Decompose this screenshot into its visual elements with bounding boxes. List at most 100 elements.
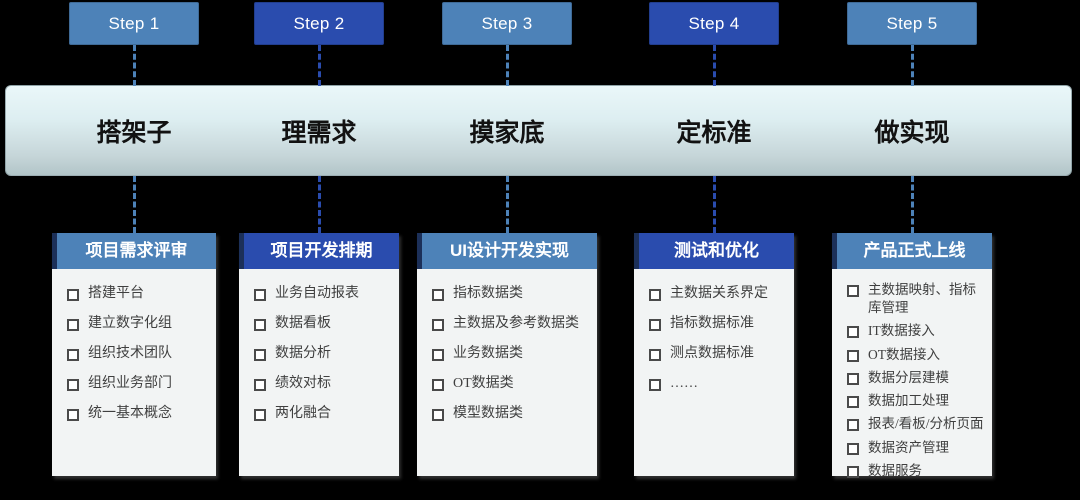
square-bullet-icon (649, 378, 661, 391)
card-title: 项目需求评审 (52, 233, 216, 269)
badge-to-band-connector-line (506, 45, 509, 86)
phase-label: 摸家底 (469, 119, 545, 147)
card-item: 建立数字化组 (65, 315, 208, 334)
band-to-card-connector-line (713, 176, 716, 233)
card-title: 项目开发排期 (239, 233, 399, 269)
card-item-label: 数据分析 (275, 345, 331, 361)
card-item: 搭建平台 (65, 285, 208, 304)
card-item-label: 主数据映射、指标库管理 (868, 282, 976, 316)
square-bullet-icon (67, 408, 79, 421)
square-bullet-icon (432, 378, 444, 391)
card-item: 主数据关系界定 (647, 285, 786, 304)
square-bullet-icon (432, 318, 444, 331)
square-bullet-icon (254, 408, 266, 421)
card-item-label: 组织业务部门 (88, 375, 172, 391)
card-item: 数据分层建模 (845, 369, 984, 387)
card-item-label: 绩效对标 (275, 375, 331, 391)
square-bullet-icon (67, 378, 79, 391)
square-bullet-icon (649, 289, 661, 301)
card-item: 模型数据类 (430, 405, 589, 424)
card-item-label: 数据分层建模 (868, 369, 949, 385)
task-card: 测试和优化 主数据关系界定指标数据标准测点数据标准 …… (634, 233, 794, 476)
card-item-label: 组织技术团队 (88, 345, 172, 361)
task-card: 产品正式上线 主数据映射、指标库管理 IT数据接入 OT数据接入数据分层建模数据加工… (832, 233, 992, 478)
square-bullet-icon (847, 285, 859, 297)
square-bullet-icon (67, 348, 79, 361)
square-bullet-icon (254, 318, 266, 331)
badge-to-band-connector-line (318, 45, 321, 86)
square-bullet-icon (847, 419, 859, 432)
task-card: 项目开发排期 业务自动报表数据看板数据分析绩效对标两化融合 (239, 233, 399, 476)
card-item-label: 搭建平台 (88, 286, 144, 301)
phase-label: 搭架子 (96, 119, 172, 147)
band-to-card-connector-line (506, 176, 509, 233)
step-badge: Step 2 (254, 2, 384, 45)
card-item-label: OT数据接入 (868, 346, 940, 362)
card-item-label: 测点数据标准 (670, 345, 754, 361)
card-item: 组织业务部门 (65, 375, 208, 394)
card-item: 数据分析 (252, 345, 391, 364)
card-item-list: 主数据映射、指标库管理 IT数据接入 OT数据接入数据分层建模数据加工处理报表/看板… (832, 269, 992, 480)
phase-label: 定标准 (676, 119, 752, 147)
card-item: 数据看板 (252, 315, 391, 334)
card-item-label: 统一基本概念 (88, 405, 172, 421)
card-item-label: 数据资产管理 (868, 439, 949, 455)
card-item-label: 主数据及参考数据类 (453, 315, 579, 331)
card-item: 测点数据标准 (647, 345, 786, 364)
card-item-label: …… (670, 375, 698, 391)
card-item: 统一基本概念 (65, 405, 208, 424)
card-item-list: 业务自动报表数据看板数据分析绩效对标两化融合 (239, 269, 399, 423)
card-title: 测试和优化 (634, 233, 794, 269)
step-badge: Step 1 (69, 2, 199, 45)
step-badge: Step 3 (442, 2, 572, 45)
card-item: 报表/看板/分析页面 (845, 415, 984, 433)
task-card: UI设计开发实现 指标数据类主数据及参考数据类业务数据类 OT数据类模型数据类 (417, 233, 597, 476)
square-bullet-icon (847, 465, 859, 478)
card-item: 业务自动报表 (252, 285, 391, 304)
card-item-list: 指标数据类主数据及参考数据类业务数据类 OT数据类模型数据类 (417, 269, 597, 423)
card-item: IT数据接入 (845, 322, 984, 340)
card-title: UI设计开发实现 (417, 233, 597, 269)
card-item: 数据资产管理 (845, 439, 984, 457)
card-item-list: 搭建平台建立数字化组组织技术团队组织业务部门统一基本概念 (52, 269, 216, 423)
band-to-card-connector-line (133, 176, 136, 233)
card-item-list: 主数据关系界定指标数据标准测点数据标准 …… (634, 269, 794, 394)
card-item-label: 数据加工处理 (868, 393, 949, 409)
step-badge: Step 5 (847, 2, 977, 45)
card-item: 主数据及参考数据类 (430, 315, 589, 334)
band-to-card-connector-line (318, 176, 321, 233)
square-bullet-icon (432, 289, 444, 301)
card-item-label: 业务数据类 (453, 345, 523, 361)
card-title: 产品正式上线 (832, 233, 992, 269)
square-bullet-icon (432, 408, 444, 421)
card-item-label: 指标数据标准 (670, 315, 754, 331)
badge-to-band-connector-line (911, 45, 914, 86)
badge-to-band-connector-line (713, 45, 716, 86)
phase-label: 理需求 (281, 119, 357, 147)
card-item-label: 建立数字化组 (88, 315, 172, 331)
phase-label: 做实现 (874, 119, 950, 147)
square-bullet-icon (67, 318, 79, 331)
card-item: 业务数据类 (430, 345, 589, 364)
card-item: 绩效对标 (252, 375, 391, 394)
card-item: …… (647, 375, 786, 394)
card-item: 数据加工处理 (845, 392, 984, 410)
card-item-label: 模型数据类 (453, 405, 523, 421)
phase-band (5, 85, 1072, 176)
card-item-label: 主数据关系界定 (670, 286, 768, 301)
card-item-label: 指标数据类 (453, 286, 523, 301)
card-item-label: OT数据类 (453, 375, 514, 391)
card-item-label: 两化融合 (275, 405, 331, 421)
card-item-label: 数据看板 (275, 315, 331, 331)
card-item-label: 报表/看板/分析页面 (868, 416, 984, 432)
card-item: 两化融合 (252, 405, 391, 424)
card-item: 主数据映射、指标库管理 (845, 281, 984, 317)
square-bullet-icon (847, 442, 859, 455)
band-to-card-connector-line (911, 176, 914, 233)
square-bullet-icon (649, 348, 661, 361)
square-bullet-icon (847, 326, 859, 339)
card-item: 指标数据类 (430, 285, 589, 304)
square-bullet-icon (254, 289, 266, 301)
badge-to-band-connector-line (133, 45, 136, 86)
